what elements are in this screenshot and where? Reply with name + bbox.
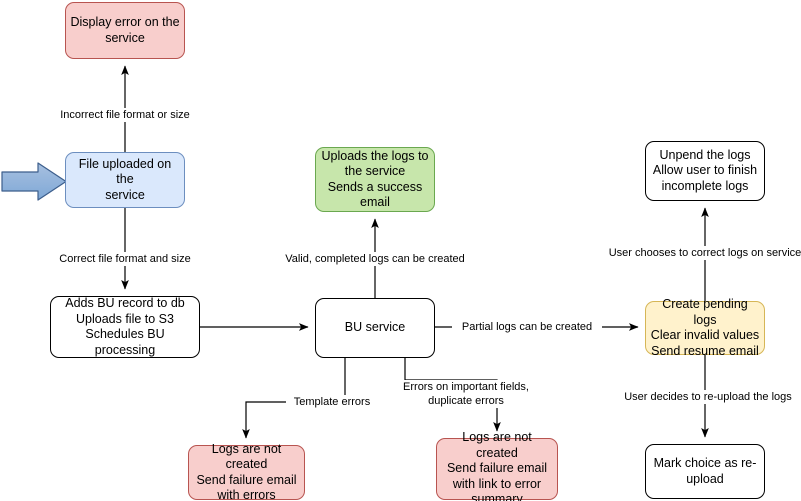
node-display-error[interactable]: Display error on the service (65, 2, 185, 59)
node-logs-not-created-summary[interactable]: Logs are not created Send failure email … (436, 430, 558, 501)
start-arrow-icon (1, 162, 67, 201)
node-unpend-logs[interactable]: Unpend the logs Allow user to finish inc… (645, 141, 765, 201)
edge-label-valid-completed: Valid, completed logs can be created (255, 252, 495, 266)
edge-label-template-errors: Template errors (286, 395, 378, 409)
edge-label-user-corrects: User chooses to correct logs on service (592, 246, 801, 260)
edge-label-incorrect-file: Incorrect file format or size (29, 108, 221, 122)
node-adds-bu-record[interactable]: Adds BU record to db Uploads file to S3 … (50, 296, 200, 358)
node-uploads-logs-success[interactable]: Uploads the logs to the service Sends a … (315, 147, 435, 212)
node-create-pending-logs[interactable]: Create pending logs Clear invalid values… (645, 297, 765, 358)
edge-label-errors-important: Errors on important fields, duplicate er… (392, 380, 540, 408)
edge-label-partial-logs: Partial logs can be created (452, 320, 602, 334)
node-bu-service[interactable]: BU service (315, 298, 435, 358)
node-logs-not-created-errors[interactable]: Logs are not created Send failure email … (188, 442, 305, 501)
edge-label-correct-file: Correct file format and size (30, 252, 220, 266)
edge-label-user-reupload: User decides to re-upload the logs (608, 390, 801, 404)
node-file-uploaded[interactable]: File uploaded on the service (65, 152, 185, 208)
node-mark-choice-reupload[interactable]: Mark choice as re- upload (645, 444, 765, 499)
